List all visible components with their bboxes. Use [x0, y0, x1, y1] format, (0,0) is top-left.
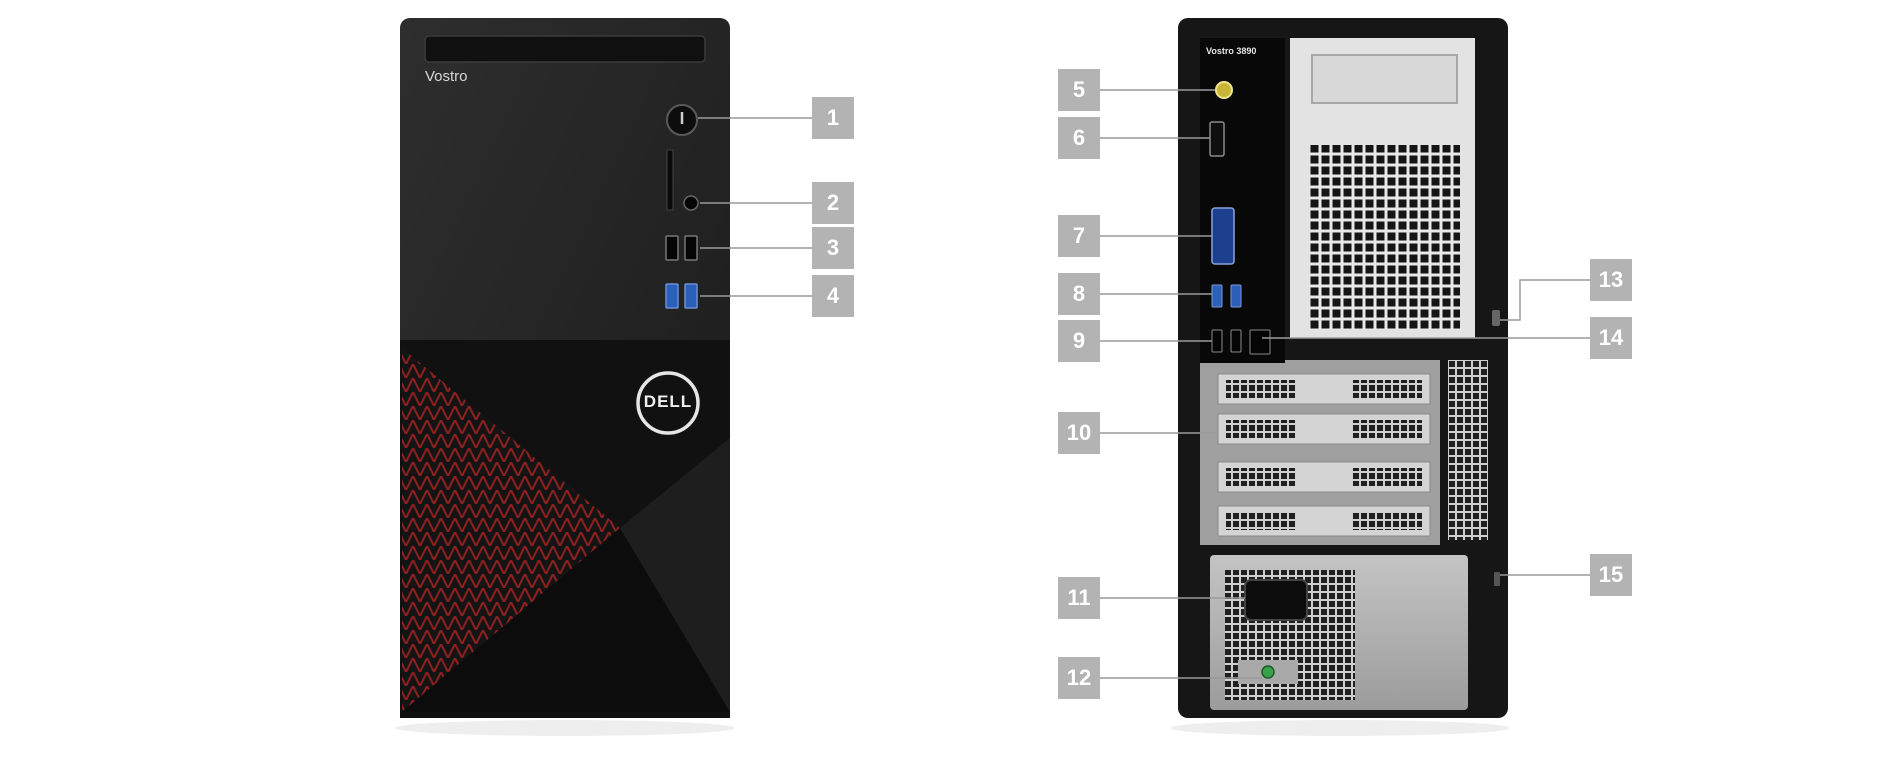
- slot-vent: [1226, 512, 1296, 530]
- padlock-ring: [1492, 310, 1500, 326]
- optical-drive-bay: [424, 35, 706, 63]
- usb2-port-rear: [1230, 329, 1242, 353]
- hdmi-port: [1209, 121, 1225, 157]
- slot-vent: [1352, 468, 1422, 486]
- slot-vent: [1226, 380, 1296, 398]
- callout-3: 3: [812, 227, 854, 269]
- usb2-port-rear: [1211, 329, 1223, 353]
- front-brand-label: Vostro: [425, 68, 468, 85]
- callout-14: 14: [1590, 317, 1632, 359]
- callout-1: 1: [812, 97, 854, 139]
- front-view: [395, 18, 735, 736]
- rear-model-label: Vostro 3890: [1206, 46, 1257, 56]
- power-connector: [1244, 579, 1308, 621]
- callout-8: 8: [1058, 273, 1100, 315]
- expansion-slots: [1217, 373, 1431, 537]
- callout-15: 15: [1590, 554, 1632, 596]
- slot-vent: [1352, 380, 1422, 398]
- leader-line: [1500, 279, 1590, 321]
- psu-diagnostic-light: [1261, 665, 1275, 679]
- usb2-port-front: [665, 235, 679, 261]
- slot-vent: [1352, 512, 1422, 530]
- vga-port: [1211, 207, 1235, 265]
- callout-13: 13: [1590, 259, 1632, 301]
- slot-vent: [1226, 420, 1296, 438]
- headset-jack: [683, 195, 699, 211]
- rear-io-panel: [1200, 38, 1285, 363]
- callout-11: 11: [1058, 577, 1100, 619]
- sd-card-slot: [666, 149, 674, 211]
- callout-4: 4: [812, 275, 854, 317]
- security-cable-slot: [1494, 572, 1500, 586]
- slot-vent: [1226, 468, 1296, 486]
- callout-7: 7: [1058, 215, 1100, 257]
- back-view: [1170, 18, 1510, 736]
- usb2-port-front: [684, 235, 698, 261]
- side-vent: [1448, 360, 1488, 540]
- callout-9: 9: [1058, 320, 1100, 362]
- slot-vent: [1352, 420, 1422, 438]
- callout-12: 12: [1058, 657, 1100, 699]
- usb3-port-rear: [1211, 284, 1223, 308]
- usb3-port-rear: [1230, 284, 1242, 308]
- ethernet-port: [1249, 329, 1271, 355]
- rear-handle: [1311, 54, 1458, 104]
- callout-5: 5: [1058, 69, 1100, 111]
- fan-vent: [1310, 145, 1460, 330]
- front-facet-bottom: [402, 528, 730, 712]
- back-shadow: [1170, 720, 1510, 736]
- front-shadow: [395, 720, 735, 736]
- callout-10: 10: [1058, 412, 1100, 454]
- front-mesh-grille: [402, 348, 620, 712]
- line-out-jack: [1215, 81, 1233, 99]
- usb3-port-front: [684, 283, 698, 309]
- callout-6: 6: [1058, 117, 1100, 159]
- leader-lines: [698, 89, 1590, 679]
- dell-logo-text: DELL: [643, 392, 693, 411]
- callout-2: 2: [812, 182, 854, 224]
- usb3-port-front: [665, 283, 679, 309]
- dell-logo: [636, 371, 700, 435]
